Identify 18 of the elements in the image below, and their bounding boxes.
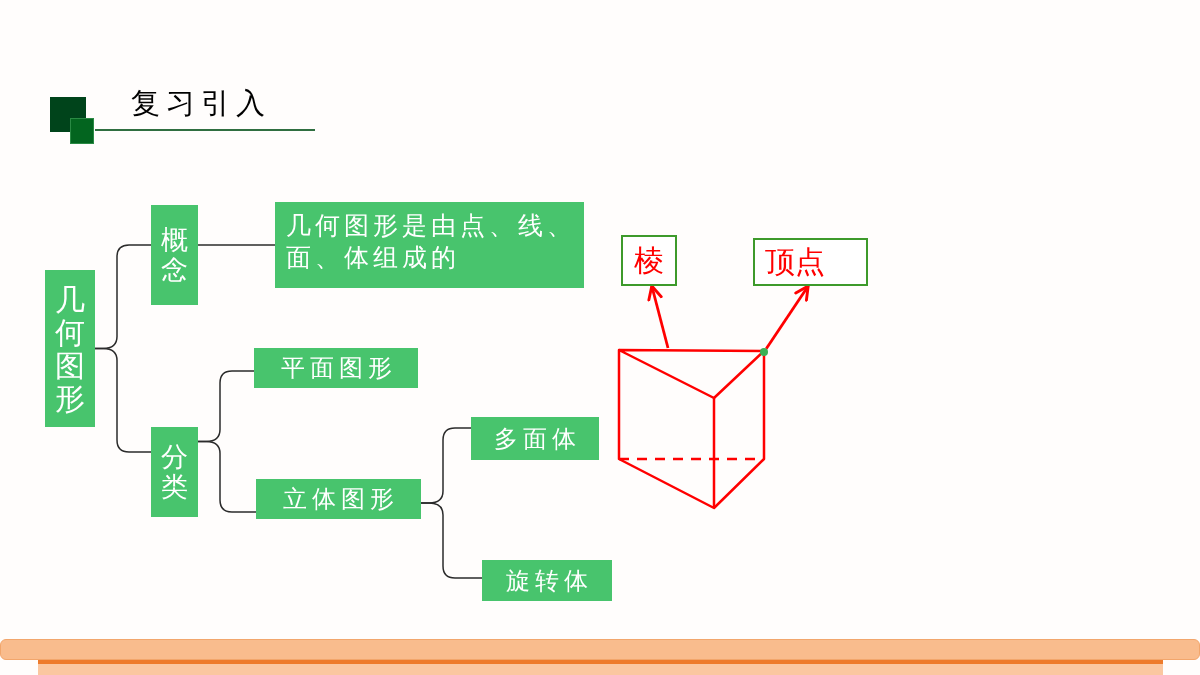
category-box: 分类 <box>151 427 198 517</box>
definition-box: 几何图形是由点、线、面、体组成的 <box>275 202 584 288</box>
category-box: 概念 <box>151 205 198 305</box>
brace-connector <box>94 347 152 453</box>
connector-line <box>197 244 276 246</box>
subcategory-box: 平面图形 <box>254 348 418 388</box>
subcategory-box: 立体图形 <box>256 479 421 519</box>
arrow <box>765 284 810 350</box>
subcategory-box: 旋转体 <box>482 560 612 601</box>
prism-drawing <box>617 348 767 510</box>
topic-box: 几何图形 <box>45 270 95 427</box>
arrow <box>647 284 670 349</box>
slide-title: 复习引入 <box>131 89 271 118</box>
term-callout: 顶点 <box>753 238 868 286</box>
term-callout: 棱 <box>621 235 677 286</box>
subcategory-box: 多面体 <box>471 417 599 460</box>
brace-connector <box>197 440 257 513</box>
brace-connector <box>420 502 483 579</box>
